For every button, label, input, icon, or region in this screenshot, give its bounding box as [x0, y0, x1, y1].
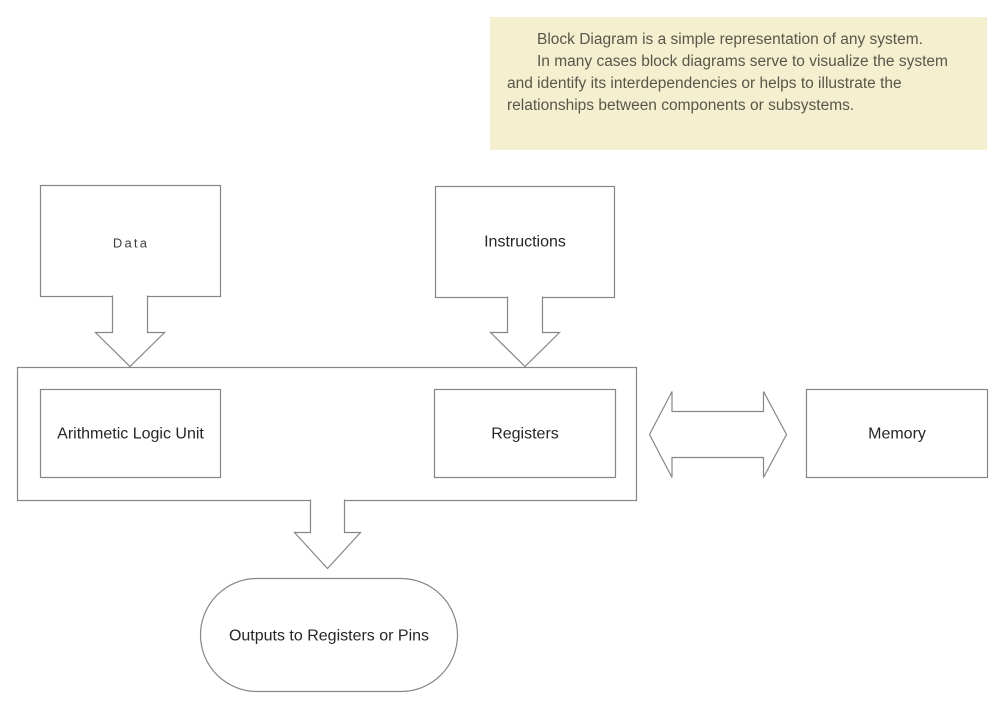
arrow-instructions-to-cpu: [489, 296, 561, 368]
alu-box: [39, 388, 222, 479]
note-paragraph-2: In many cases block diagrams serve to vi…: [507, 53, 948, 114]
registers-box: [433, 388, 617, 479]
registers-label: Registers: [491, 426, 559, 443]
alu-label: Arithmetic Logic Unit: [57, 426, 204, 443]
arrow-cpu-to-outputs: [293, 499, 362, 570]
note-paragraph-1: Block Diagram is a simple representation…: [537, 31, 923, 48]
instructions-label: Instructions: [484, 234, 566, 251]
outputs-label: Outputs to Registers or Pins: [229, 628, 429, 645]
arrow-data-to-cpu: [94, 295, 166, 368]
data-label: Data: [113, 236, 149, 251]
memory-box: [805, 388, 989, 479]
memory-label: Memory: [868, 426, 926, 443]
description-note: Block Diagram is a simple representation…: [490, 17, 987, 150]
arrow-cpu-memory-bidirectional: [648, 391, 788, 478]
data-box: [39, 184, 222, 298]
outputs-shape: [199, 577, 459, 693]
instructions-box: [434, 185, 616, 299]
